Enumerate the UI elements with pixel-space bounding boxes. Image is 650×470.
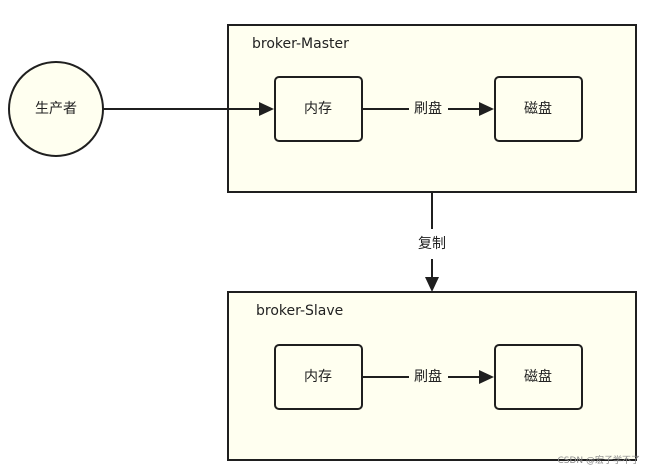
slave-disk-node: 磁盘 bbox=[494, 344, 583, 410]
master-disk-label: 磁盘 bbox=[524, 100, 552, 117]
slave-panel-title: broker-Slave bbox=[256, 303, 343, 319]
watermark: CSDN @宏子学不了 bbox=[557, 454, 640, 466]
master-disk-node: 磁盘 bbox=[494, 76, 583, 142]
replication-arrow-head bbox=[425, 277, 439, 292]
slave-memory-label: 内存 bbox=[304, 369, 332, 385]
master-flush-arrow-head bbox=[479, 102, 494, 116]
master-memory-label: 内存 bbox=[304, 101, 332, 117]
producer-arrow-head bbox=[259, 102, 274, 116]
producer-node: 生产者 bbox=[8, 61, 104, 157]
master-memory-node: 内存 bbox=[274, 76, 363, 142]
producer-label: 生产者 bbox=[35, 101, 77, 117]
slave-flush-arrow-head bbox=[479, 370, 494, 384]
replication-label: 复制 bbox=[418, 235, 446, 252]
slave-flush-label: 刷盘 bbox=[414, 368, 442, 385]
slave-flush-arrow: 刷盘 bbox=[362, 368, 494, 385]
master-panel-title: broker-Master bbox=[252, 36, 349, 52]
replication-arrow: 复制 bbox=[418, 192, 446, 292]
slave-disk-label: 磁盘 bbox=[524, 368, 552, 385]
master-flush-arrow: 刷盘 bbox=[362, 100, 494, 117]
master-disk-box bbox=[494, 76, 583, 142]
slave-disk-box bbox=[494, 344, 583, 410]
master-flush-label: 刷盘 bbox=[414, 100, 442, 117]
producer-to-memory-arrow bbox=[103, 102, 274, 116]
slave-memory-node: 内存 bbox=[274, 344, 363, 410]
